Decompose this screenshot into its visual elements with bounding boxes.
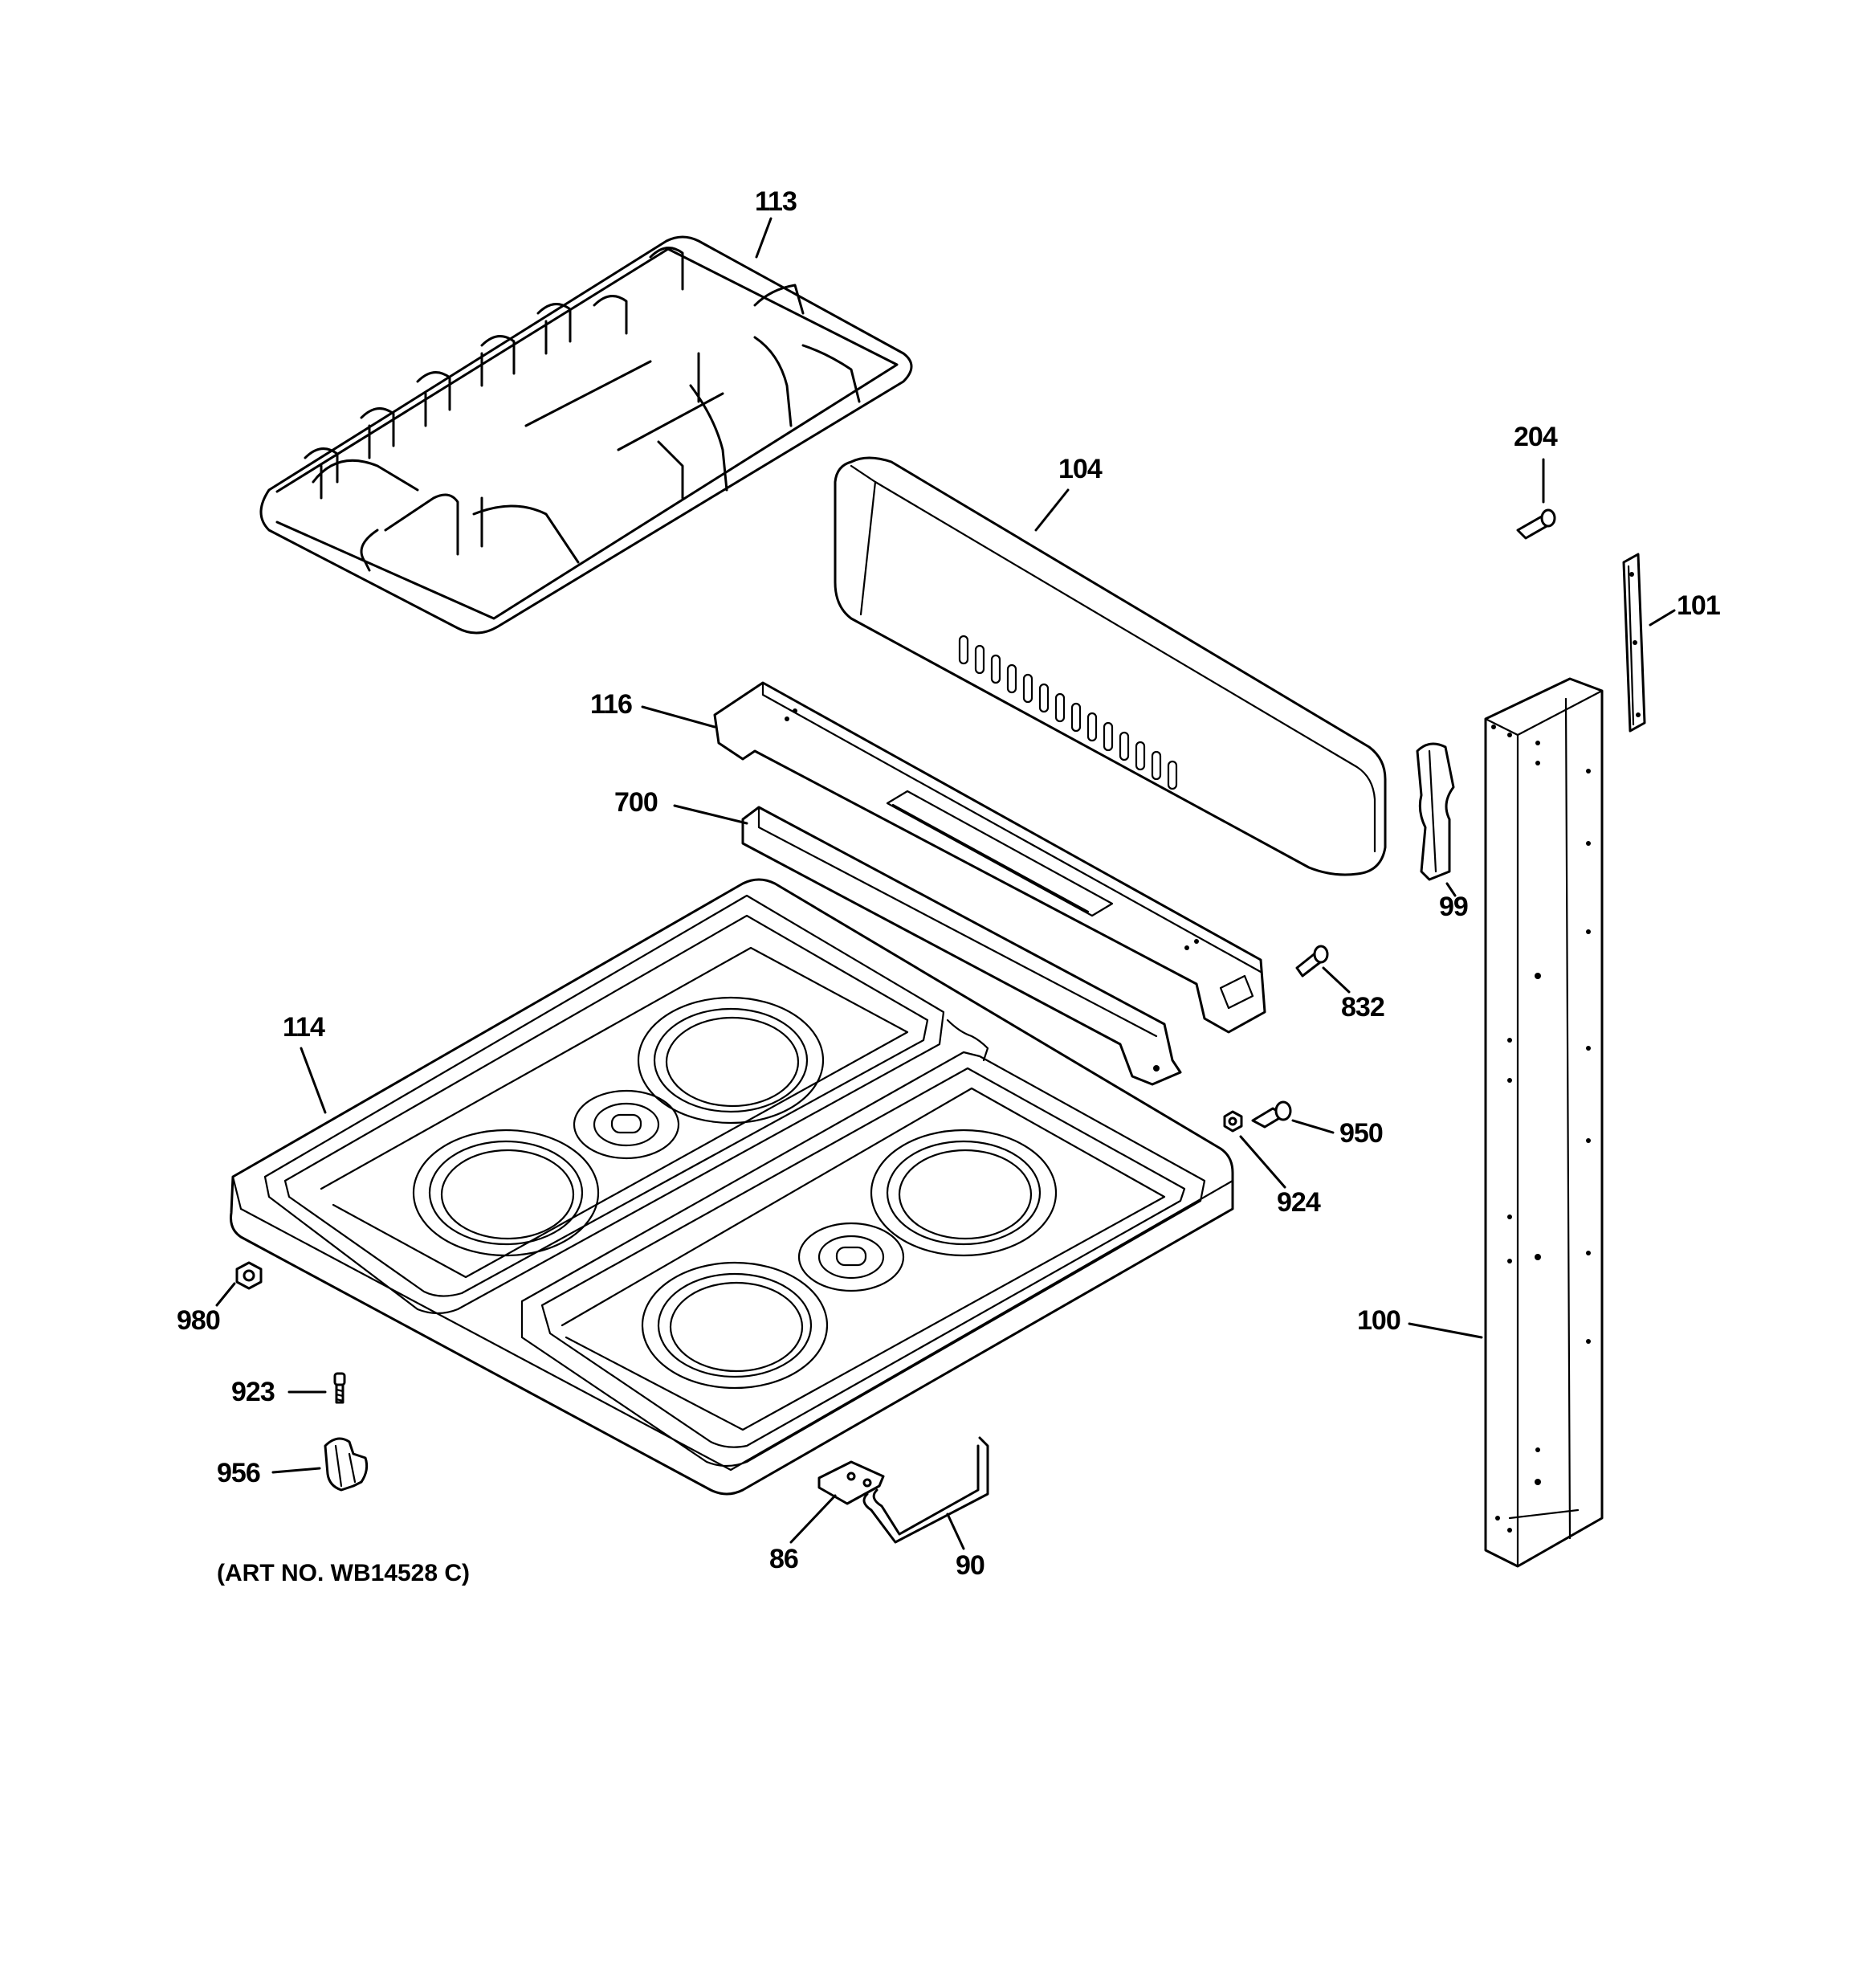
part-114-cooktop: [230, 878, 1234, 1496]
callout-832: 832: [1341, 992, 1384, 1023]
leader-924: [1239, 1135, 1286, 1189]
leader-86: [789, 1494, 837, 1544]
leader-700: [673, 804, 748, 825]
callout-924: 924: [1277, 1187, 1321, 1218]
callout-100: 100: [1357, 1305, 1400, 1336]
leader-832: [1322, 966, 1351, 994]
part-950-stud: [1251, 1100, 1292, 1129]
part-86-bracket: [817, 1460, 885, 1505]
leader-99: [1445, 882, 1457, 897]
art-number: (ART NO. WB14528 C): [217, 1560, 470, 1586]
part-924-nut: [1223, 1110, 1243, 1133]
part-980-nut: [235, 1261, 263, 1290]
callout-114: 114: [283, 1012, 325, 1043]
leader-113: [755, 217, 773, 259]
leader-114: [300, 1047, 327, 1114]
callout-99: 99: [1439, 892, 1468, 922]
part-832-screw: [1295, 945, 1329, 978]
part-100-side-trim: [1484, 677, 1604, 1568]
callout-204: 204: [1514, 422, 1558, 452]
callout-101: 101: [1677, 590, 1720, 621]
leader-101: [1649, 609, 1676, 627]
leader-980: [215, 1282, 236, 1307]
part-956-clip: [324, 1437, 369, 1492]
callout-980: 980: [177, 1305, 220, 1336]
callout-113: 113: [755, 186, 797, 217]
callout-700: 700: [614, 787, 658, 818]
callout-90: 90: [956, 1550, 984, 1581]
leader-950: [1291, 1119, 1335, 1134]
part-923-bolt: [333, 1372, 346, 1404]
part-204-screw: [1516, 508, 1556, 540]
callout-923: 923: [231, 1377, 275, 1407]
callout-116: 116: [590, 689, 632, 720]
part-700-channel: [741, 806, 1182, 1086]
leader-116: [641, 705, 716, 729]
part-104-backguard: [834, 456, 1387, 876]
part-99-side-clip: [1416, 742, 1455, 881]
leader-956: [271, 1467, 321, 1474]
leader-104: [1034, 488, 1070, 532]
part-116-manifold-bracket: [713, 681, 1266, 1034]
callout-956: 956: [217, 1458, 260, 1488]
part-90-rod: [862, 1436, 989, 1544]
part-101-bracket-strip: [1622, 553, 1646, 733]
callout-950: 950: [1339, 1118, 1383, 1149]
leader-90: [946, 1512, 965, 1550]
callout-104: 104: [1058, 454, 1103, 484]
leader-100: [1408, 1322, 1483, 1339]
callout-86: 86: [769, 1544, 798, 1574]
part-113-burner-grate: [259, 235, 913, 635]
